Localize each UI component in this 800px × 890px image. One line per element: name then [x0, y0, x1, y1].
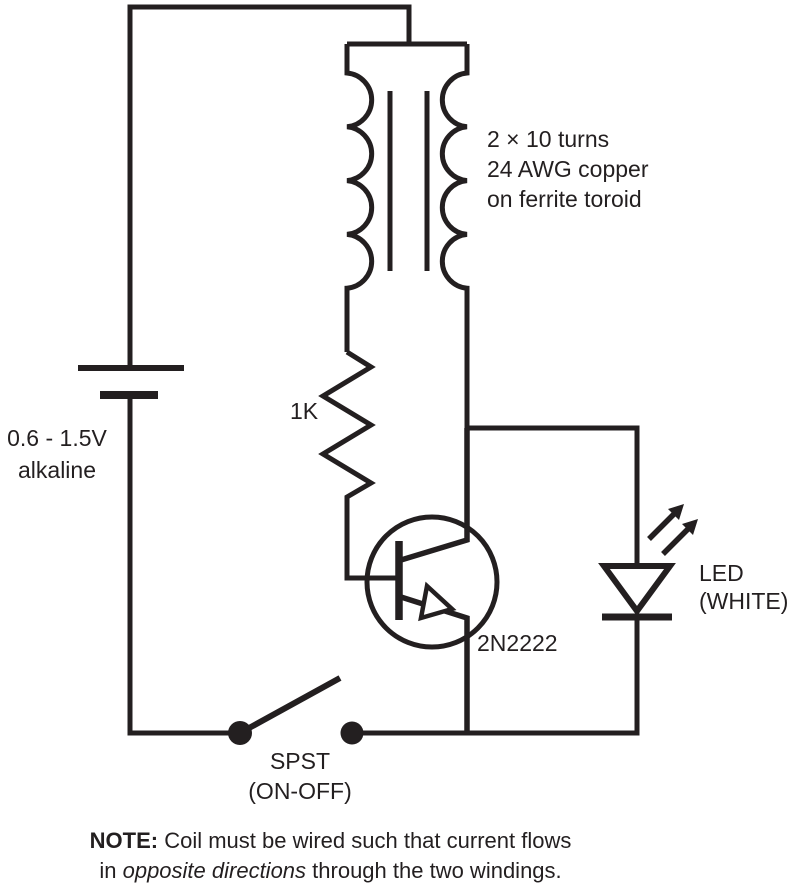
- note-text: NOTE: Coil must be wired such that curre…: [30, 826, 631, 886]
- battery-label: 0.6 - 1.5V alkaline: [0, 422, 114, 486]
- battery-cell-symbol: [78, 365, 184, 399]
- transformer-left-winding: [344, 44, 375, 352]
- note-prefix: NOTE:: [89, 828, 159, 853]
- switch-label: SPST (ON-OFF): [229, 746, 371, 806]
- switch-label-line2: (ON-OFF): [248, 778, 352, 804]
- led-label: LED (WHITE): [699, 559, 788, 615]
- wire-led-to-switch: [352, 619, 640, 736]
- white-led-symbol: [598, 504, 698, 621]
- transistor-emitter-arrow: [418, 581, 457, 622]
- coil-label: 2 × 10 turns 24 AWG copper on ferrite to…: [487, 124, 649, 214]
- wire-to-led: [467, 425, 640, 567]
- transformer-right-winding: [439, 44, 470, 428]
- toroid-transformer-symbol: [344, 41, 470, 428]
- switch-contact-left: [228, 721, 252, 745]
- transistor-emitter: [400, 594, 470, 733]
- resistor-value-label: 1K: [290, 398, 319, 424]
- resistor-zigzag-symbol: [318, 349, 399, 581]
- note-line2-pre: in: [99, 858, 123, 883]
- wire-battery-to-coil: [127, 4, 412, 368]
- wire-collector: [400, 428, 470, 563]
- wire-battery-to-switch: [127, 395, 240, 736]
- note-line1: NOTE: Coil must be wired such that curre…: [30, 826, 631, 856]
- switch-lever: [238, 675, 342, 736]
- coil-label-line1: 2 × 10 turns: [487, 126, 610, 152]
- npn-transistor-symbol: [364, 514, 500, 733]
- led-triangle: [598, 563, 676, 617]
- led-label-line1: LED: [699, 560, 744, 586]
- transistor-part-label: 2N2222: [477, 630, 558, 656]
- note-line2-post: through the two windings.: [306, 858, 562, 883]
- led-label-line2: (WHITE): [699, 588, 789, 614]
- led-light-arrows-icon: [647, 504, 698, 556]
- note-line2: in opposite directions through the two w…: [30, 856, 631, 886]
- switch-label-line1: SPST: [269, 748, 331, 774]
- battery-voltage-label: 0.6 - 1.5V: [7, 425, 107, 451]
- note-line2-italic: opposite directions: [122, 858, 307, 883]
- coil-label-line2: 24 AWG copper: [487, 156, 649, 182]
- spst-switch-symbol: [228, 675, 364, 745]
- coil-label-line3: on ferrite toroid: [487, 186, 642, 212]
- battery-type-label: alkaline: [18, 457, 96, 483]
- note-line1-rest: Coil must be wired such that current flo…: [158, 828, 572, 853]
- transistor-circle: [364, 514, 500, 650]
- switch-contact-right: [340, 721, 364, 745]
